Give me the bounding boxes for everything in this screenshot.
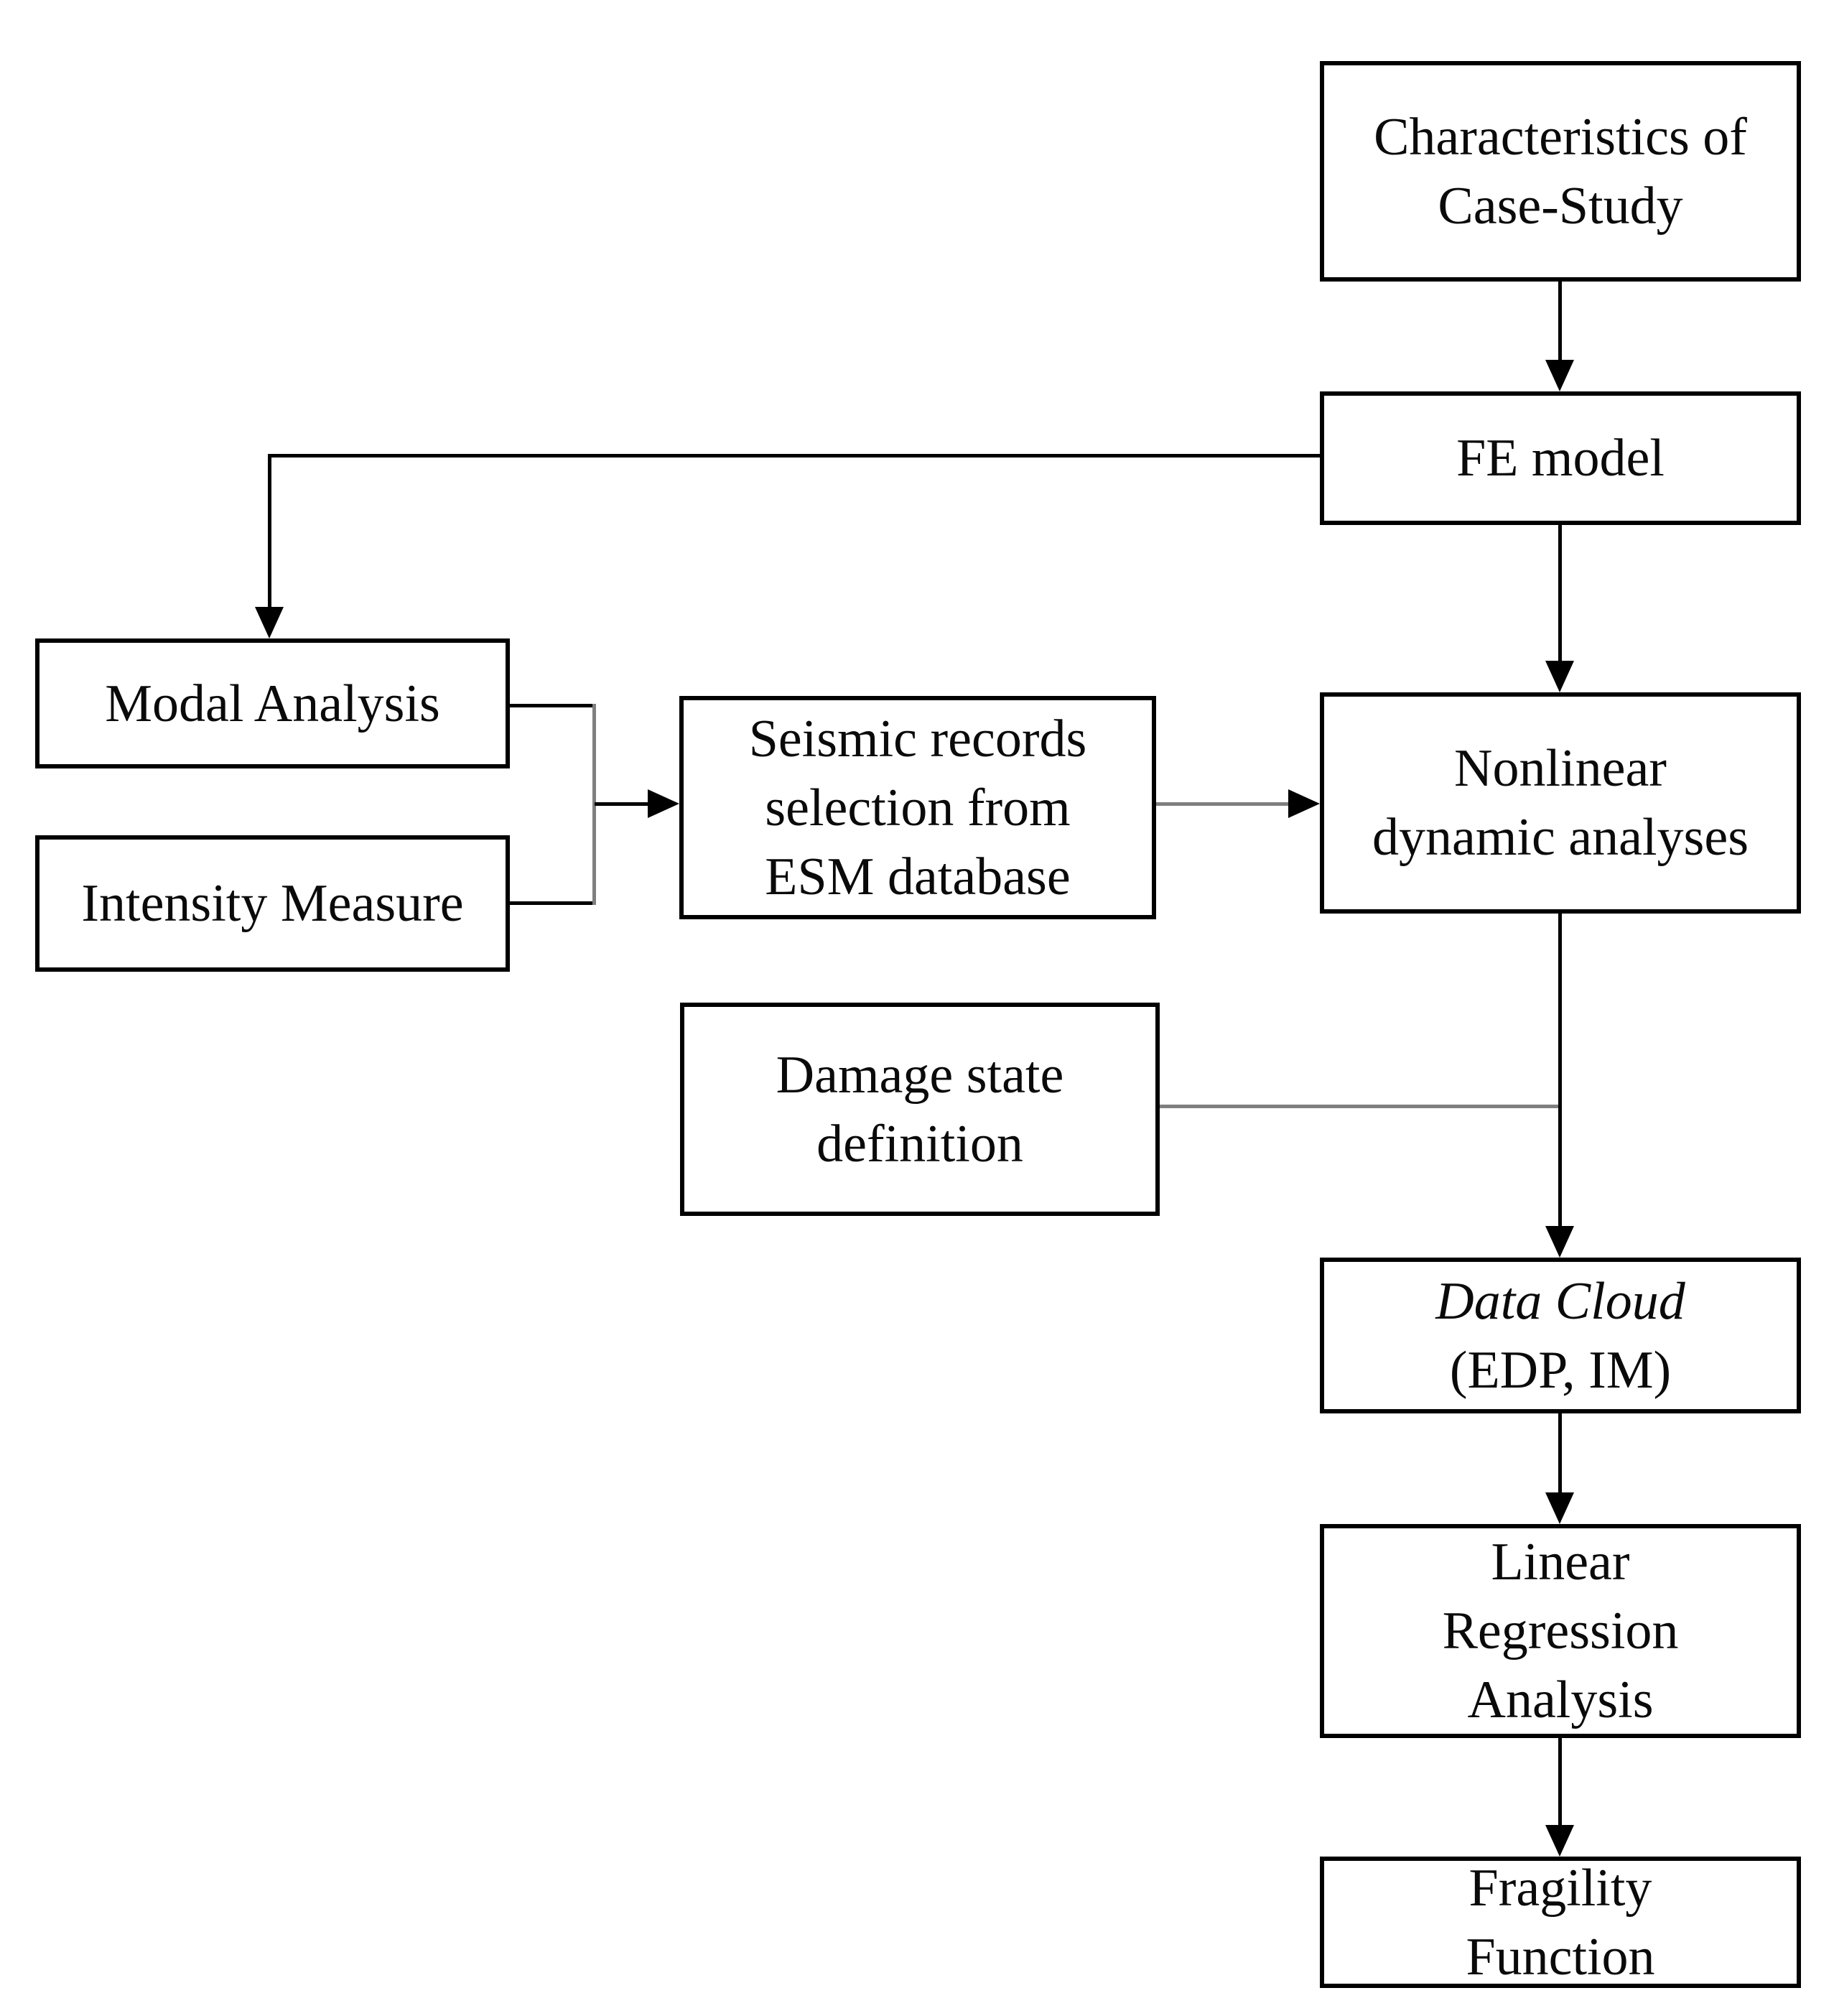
arrowhead-right-icon <box>1288 789 1320 818</box>
node-intensity-measure: Intensity Measure <box>35 835 510 972</box>
connector-seismic-to-nonlinear <box>1156 802 1291 806</box>
arrowhead-right-icon <box>648 789 679 818</box>
node-label-line: Analysis <box>1467 1671 1654 1729</box>
connector-data-cloud-to-linear-regression <box>1558 1413 1562 1494</box>
node-modal-analysis: Modal Analysis <box>35 638 510 768</box>
connector-nonlinear-to-data-cloud <box>1558 914 1562 1227</box>
connector-fe-model-to-modal-horizontal <box>269 454 1320 457</box>
node-label-line: Function <box>1466 1927 1655 1987</box>
node-damage-state-definition: Damage state definition <box>680 1003 1160 1216</box>
node-label-line: Linear <box>1491 1533 1630 1592</box>
node-label-line: dynamic analyses <box>1372 808 1749 867</box>
node-label-line: Characteristics of <box>1374 107 1747 167</box>
node-data-cloud-edp-im: Data Cloud (EDP, IM) <box>1320 1258 1801 1413</box>
node-fe-model: FE model <box>1320 391 1801 525</box>
arrowhead-down-icon <box>1545 1492 1574 1524</box>
node-characteristics-of-case-study: Characteristics of Case-Study <box>1320 61 1801 282</box>
node-label-line: Damage state <box>776 1045 1064 1105</box>
connector-bracket-to-seismic <box>595 802 651 806</box>
node-label-line: Data Cloud <box>1435 1271 1685 1331</box>
connector-fe-model-to-nonlinear <box>1558 525 1562 662</box>
node-label-line: FE model <box>1456 429 1665 488</box>
node-label-line: Case-Study <box>1438 176 1683 236</box>
node-label-line: Fragility <box>1468 1858 1652 1918</box>
node-linear-regression-analysis: Linear Regression Analysis <box>1320 1524 1801 1738</box>
connector-linear-regression-to-fragility <box>1558 1738 1562 1826</box>
arrowhead-down-icon <box>255 607 284 638</box>
node-label-line: selection from <box>765 778 1071 837</box>
node-label-line: Intensity Measure <box>81 874 464 933</box>
node-label-line: (EDP, IM) <box>1449 1340 1672 1400</box>
node-fragility-function: Fragility Function <box>1320 1857 1801 1988</box>
connector-intensity-stub <box>510 901 596 905</box>
node-seismic-records-selection: Seismic records selection from ESM datab… <box>679 696 1156 919</box>
node-nonlinear-dynamic-analyses: Nonlinear dynamic analyses <box>1320 692 1801 914</box>
node-label-line: ESM database <box>765 847 1071 906</box>
arrowhead-down-icon <box>1545 360 1574 391</box>
node-label-line: Regression <box>1442 1602 1679 1660</box>
arrowhead-down-icon <box>1545 1825 1574 1857</box>
node-label-line: Modal Analysis <box>105 674 440 733</box>
connector-fe-model-to-modal-vertical <box>268 454 271 608</box>
arrowhead-down-icon <box>1545 1226 1574 1258</box>
node-label-line: Nonlinear <box>1454 739 1667 798</box>
arrowhead-down-icon <box>1545 661 1574 692</box>
connector-modal-stub <box>510 704 596 707</box>
connector-characteristics-to-fe-model <box>1558 282 1562 363</box>
node-label-line: definition <box>816 1114 1023 1174</box>
node-label-line: Seismic records <box>748 709 1087 768</box>
connector-bracket-vertical <box>592 704 596 905</box>
connector-damage-to-junction <box>1160 1105 1561 1108</box>
